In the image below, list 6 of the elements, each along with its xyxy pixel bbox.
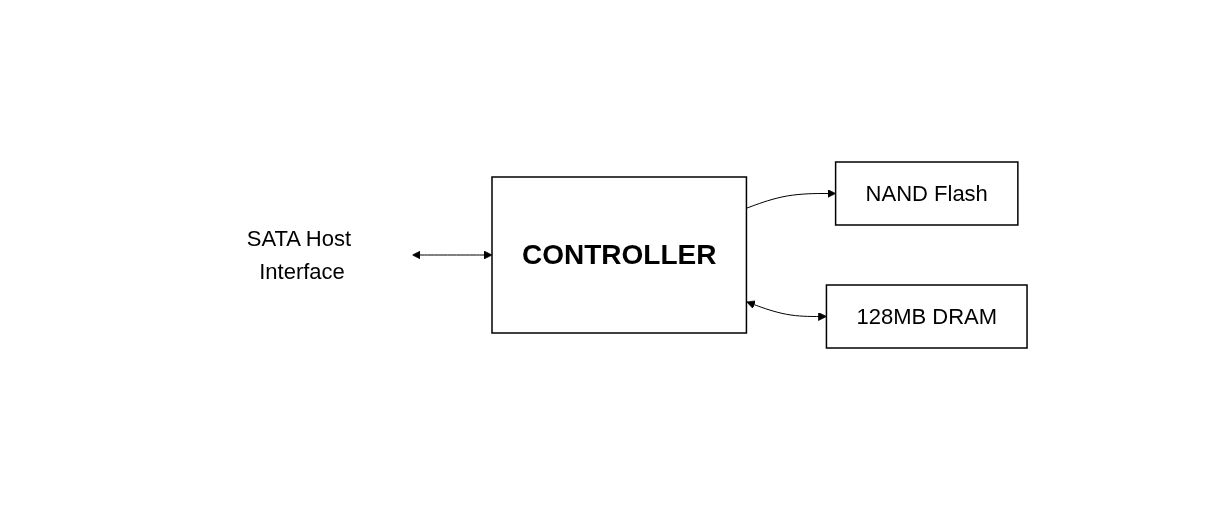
node-box: NAND Flash	[835, 161, 1020, 226]
node-box: 128MB DRAM	[826, 284, 1029, 349]
arrow	[746, 189, 837, 209]
arrow	[412, 250, 493, 260]
node-box: CONTROLLER	[491, 176, 748, 334]
node-text: SATA Host Interface	[247, 226, 352, 284]
